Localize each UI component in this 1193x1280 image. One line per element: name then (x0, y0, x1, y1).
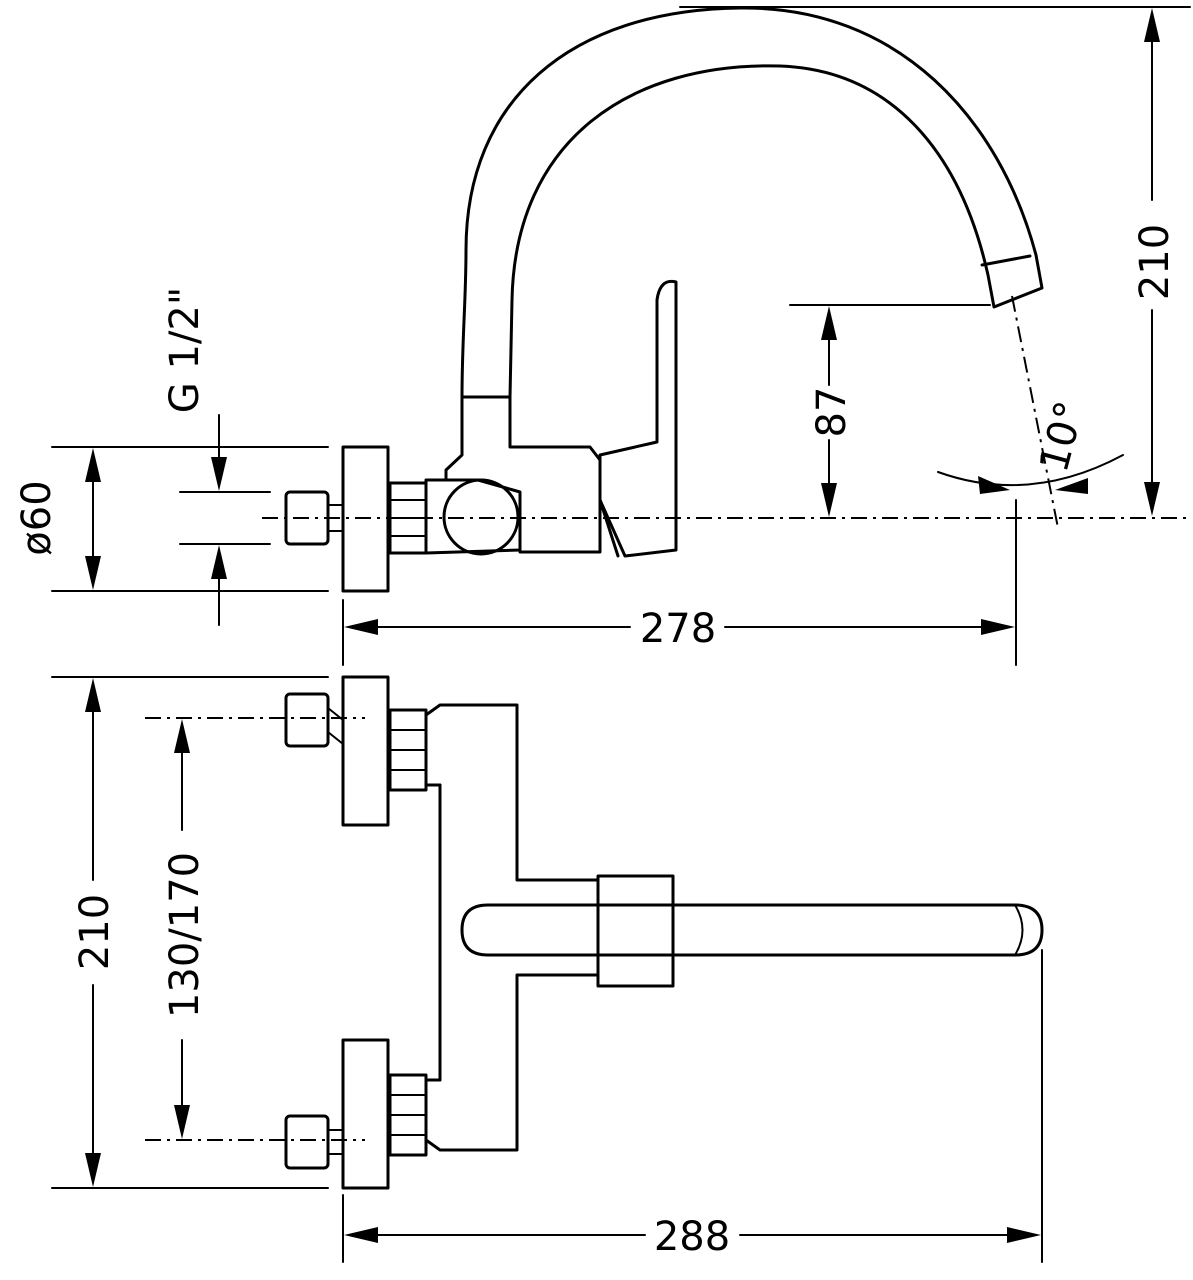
spout-collar (596, 874, 675, 988)
upper-flange (341, 675, 390, 827)
dim-plan-depth: 288 (342, 949, 1043, 1263)
aerator (980, 254, 1032, 267)
spout (460, 6, 1044, 399)
body-column (460, 395, 602, 554)
mixer-body (424, 478, 522, 555)
side-view (262, 6, 1190, 593)
spout-axis (1011, 295, 1059, 529)
plan-view (145, 675, 1044, 1190)
dim-thread: G 1/2" (162, 287, 271, 626)
dim-plan-height-label: 210 (72, 894, 118, 970)
dim-outlet-height-label: 87 (809, 387, 855, 438)
dim-side-depth-label: 278 (640, 606, 716, 652)
upper-connector (284, 692, 330, 748)
dim-side-depth: 278 (342, 499, 1017, 666)
dim-plan-depth-label: 288 (654, 1214, 730, 1260)
dim-flange-diameter: ø60 (14, 446, 329, 592)
dim-spout-angle-label: 10° (1031, 396, 1094, 476)
dim-centers-label: 130/170 (162, 852, 208, 1018)
dim-flange-diameter-label: ø60 (14, 480, 60, 555)
lower-connector (284, 1114, 330, 1170)
dim-side-height-label: 210 (1132, 224, 1178, 300)
dim-plan-height: 210 (51, 676, 329, 1189)
dim-thread-label: G 1/2" (162, 287, 208, 413)
dim-outlet-height: 87 (789, 304, 991, 517)
dim-spout-angle: 10° (937, 396, 1124, 494)
lower-flange (341, 1038, 390, 1190)
lever-handle (598, 279, 678, 558)
plan-body (424, 703, 600, 1152)
plan-spout (460, 903, 1044, 957)
dim-centers: 130/170 (162, 719, 208, 1139)
dim-side-height: 210 (679, 6, 1191, 516)
